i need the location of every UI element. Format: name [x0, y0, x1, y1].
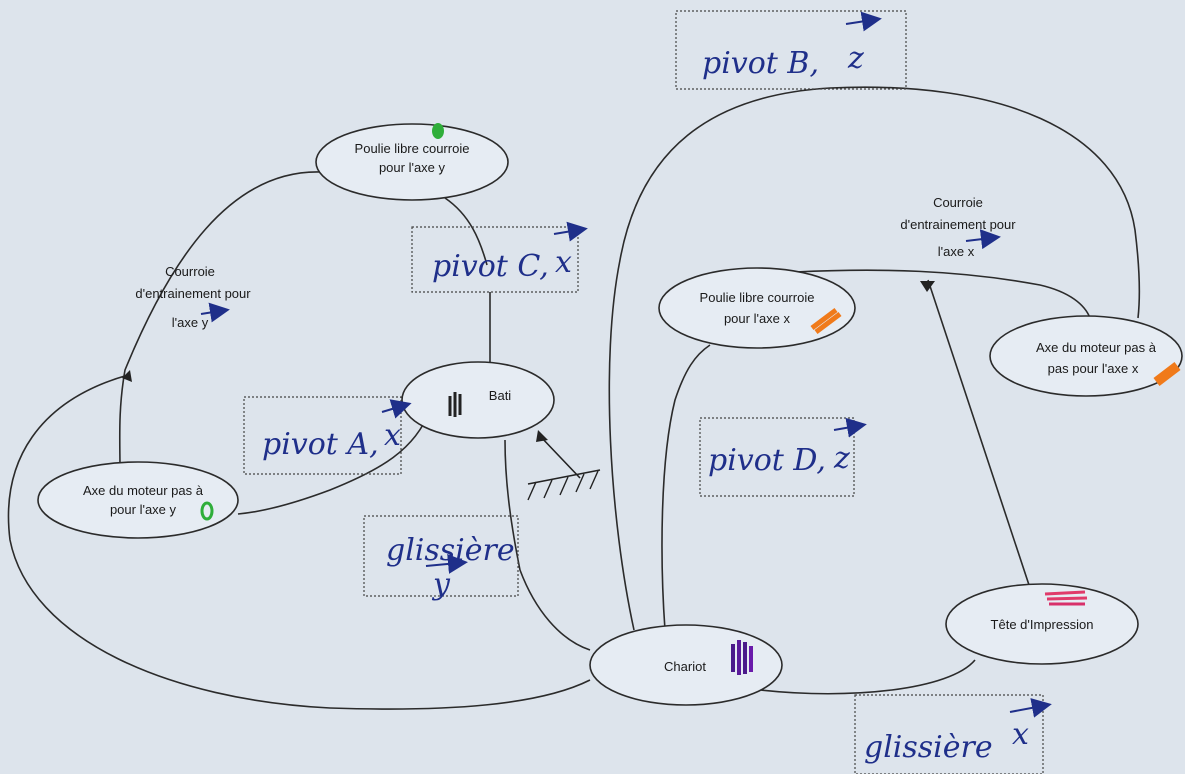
orange-mark	[1153, 362, 1181, 386]
vector-arrow-icon	[381, 399, 412, 419]
joint-glissiere-x: glissière x	[854, 694, 1052, 774]
edge-bati-chariot	[504, 439, 591, 651]
node-moteur-x-line2: pas pour l'axe x	[1048, 361, 1139, 376]
edge-chariot-poulie-x	[661, 344, 711, 631]
arrowhead-belt-x	[920, 281, 935, 292]
joint-pivot-c-text: pivot C,	[432, 249, 549, 284]
edge-moteur-y-chariot	[7, 374, 591, 710]
node-poulie-x-line2: pour l'axe x	[724, 311, 791, 326]
vector-arrow-icon	[845, 11, 882, 32]
vector-arrow-icon	[1009, 698, 1052, 718]
vector-arrow-icon	[200, 302, 230, 323]
node-bati-label: Bati	[489, 388, 512, 403]
node-tete-label: Tête d'Impression	[991, 617, 1094, 632]
node-moteur-y: Axe du moteur pas à pour l'axe y	[37, 461, 239, 539]
node-bati: Bati	[401, 361, 555, 439]
joint-glissiere-x-text: glissière	[864, 730, 993, 765]
edge-chariot-tete	[759, 659, 976, 695]
purple-mark	[731, 640, 753, 675]
joint-pivot-a: pivot A, x	[243, 396, 412, 475]
joint-pivot-a-axis: x	[384, 418, 401, 453]
node-tete-impression: Tête d'Impression	[945, 583, 1139, 665]
belt-label-y: Courroie d'entrainement pour l'axe y	[135, 264, 251, 330]
vector-arrow-icon	[425, 553, 468, 574]
edge-bati-moteur-y	[237, 409, 431, 515]
joint-pivot-c: pivot C, x	[411, 221, 588, 293]
edge-poulie-y-bati	[444, 197, 491, 365]
edge-tete-courroie-x	[927, 279, 1031, 589]
joint-pivot-a-text: pivot A,	[262, 427, 379, 462]
node-poulie-libre-x: Poulie libre courroie pour l'axe x	[658, 267, 856, 349]
node-moteur-y-line1: Axe du moteur pas à	[83, 483, 204, 498]
vector-arrow-icon	[553, 221, 588, 242]
node-moteur-x: Axe du moteur pas à pas pour l'axe x	[989, 315, 1183, 397]
green-mark	[432, 123, 444, 139]
green-mark	[200, 501, 214, 521]
belt-y-line3: l'axe y	[172, 315, 209, 330]
node-poulie-y-line1: Poulie libre courroie	[355, 141, 470, 156]
arrowhead-belt-y	[122, 370, 132, 382]
edge-poulie-x-moteur-x	[794, 269, 1091, 319]
belt-label-x: Courroie d'entrainement pour l'axe x	[900, 195, 1016, 259]
joint-glissiere-y-axis: y	[431, 567, 451, 602]
belt-x-line3: l'axe x	[938, 244, 975, 259]
node-chariot-label: Chariot	[664, 659, 706, 674]
orange-mark	[810, 308, 842, 334]
joint-pivot-b-axis: z	[847, 41, 864, 76]
pink-mark	[1044, 590, 1088, 606]
node-moteur-y-line2: pour l'axe y	[110, 502, 177, 517]
joint-pivot-c-axis: x	[555, 245, 572, 280]
joint-glissiere-x-axis: x	[1012, 717, 1029, 752]
belt-y-line1: Courroie	[165, 264, 215, 279]
black-mark	[448, 392, 462, 417]
vector-arrow-icon	[833, 417, 867, 438]
node-poulie-x-line1: Poulie libre courroie	[700, 290, 815, 305]
node-chariot: Chariot	[589, 624, 783, 706]
node-moteur-x-line1: Axe du moteur pas à	[1036, 340, 1157, 355]
joint-pivot-b: pivot B, z	[675, 10, 907, 90]
belt-y-line2: d'entrainement pour	[135, 286, 251, 301]
belt-x-line2: d'entrainement pour	[900, 217, 1016, 232]
ground-symbol	[527, 430, 601, 501]
belt-x-line1: Courroie	[933, 195, 983, 210]
edge-poulie-y-moteur-y	[118, 171, 321, 471]
joint-pivot-d: pivot D, z	[699, 417, 867, 497]
vector-arrow-icon	[965, 229, 1001, 250]
joint-pivot-d-text: pivot D,	[708, 443, 826, 478]
node-poulie-libre-y: Poulie libre courroie pour l'axe y	[315, 123, 509, 201]
joint-glissiere-y: glissière y	[363, 515, 519, 602]
joint-pivot-b-text: pivot B,	[702, 46, 819, 81]
joint-pivot-d-axis: z	[833, 441, 850, 476]
edge-chariot-moteur-x	[608, 86, 1141, 631]
node-poulie-y-line2: pour l'axe y	[379, 160, 446, 175]
